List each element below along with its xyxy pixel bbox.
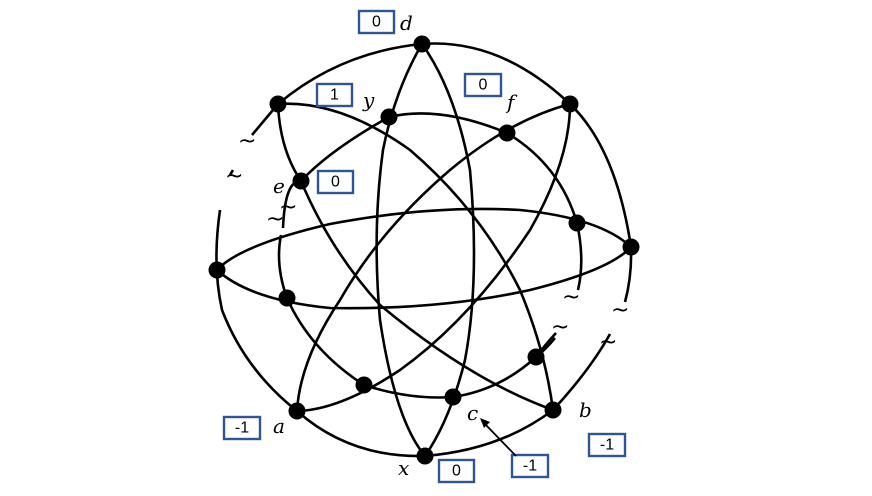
node <box>278 289 296 307</box>
svg-text:-1: -1 <box>235 420 249 437</box>
node-c <box>444 388 462 406</box>
weight-box-x: 0 <box>437 458 476 484</box>
weight-box-c: -1 <box>510 453 550 479</box>
label-a: a <box>273 414 285 438</box>
nodes <box>208 35 640 465</box>
label-f: f <box>505 90 518 114</box>
label-x: x <box>398 456 409 480</box>
break-mark: ~ <box>238 129 256 154</box>
weight-box-e: 0 <box>316 169 355 195</box>
svg-text:1: 1 <box>330 87 339 104</box>
node <box>561 95 579 113</box>
label-b: b <box>579 398 592 422</box>
label-d: d <box>400 11 413 35</box>
node-b <box>544 401 562 419</box>
weight-box-b: -1 <box>587 432 627 458</box>
break-mark: ~ <box>599 330 617 355</box>
weight-box-a: -1 <box>222 415 262 441</box>
node-e <box>292 172 310 190</box>
diagonal-ellipse-1 <box>276 102 555 412</box>
node <box>527 348 545 366</box>
node <box>568 214 586 232</box>
label-e: e <box>273 174 285 198</box>
break-mark: ~ <box>225 164 243 189</box>
label-y: y <box>362 88 375 112</box>
label-c: c <box>467 401 478 425</box>
weight-box-f: 0 <box>463 72 503 98</box>
node-y <box>380 108 398 126</box>
svg-text:0: 0 <box>479 77 488 94</box>
svg-text:0: 0 <box>331 174 340 191</box>
node-a <box>288 402 306 420</box>
node <box>355 376 373 394</box>
break-mark: ~ <box>266 207 284 232</box>
break-mark: ~ <box>611 298 629 323</box>
svg-text:0: 0 <box>372 14 381 31</box>
node <box>208 261 226 279</box>
node <box>622 238 640 256</box>
weight-box-d: 0 <box>357 9 396 35</box>
node-f <box>498 124 516 142</box>
break-mark: ~ <box>562 285 580 310</box>
weight-boxes: 0 1 0 0 -1 0 -1 -1 <box>222 9 627 484</box>
break-mark: ~ <box>279 195 297 220</box>
node <box>269 95 287 113</box>
weight-box-y: 1 <box>315 82 354 108</box>
break-marks: ~ ~ ~ ~ ~ ~ ~ ~ <box>225 129 629 355</box>
node-x <box>416 447 434 465</box>
svg-text:-1: -1 <box>600 437 614 454</box>
node-d <box>413 35 431 53</box>
svg-text:0: 0 <box>452 463 461 480</box>
arrow-to-c <box>480 418 517 457</box>
svg-text:-1: -1 <box>523 458 537 475</box>
break-mark: ~ <box>551 315 569 340</box>
